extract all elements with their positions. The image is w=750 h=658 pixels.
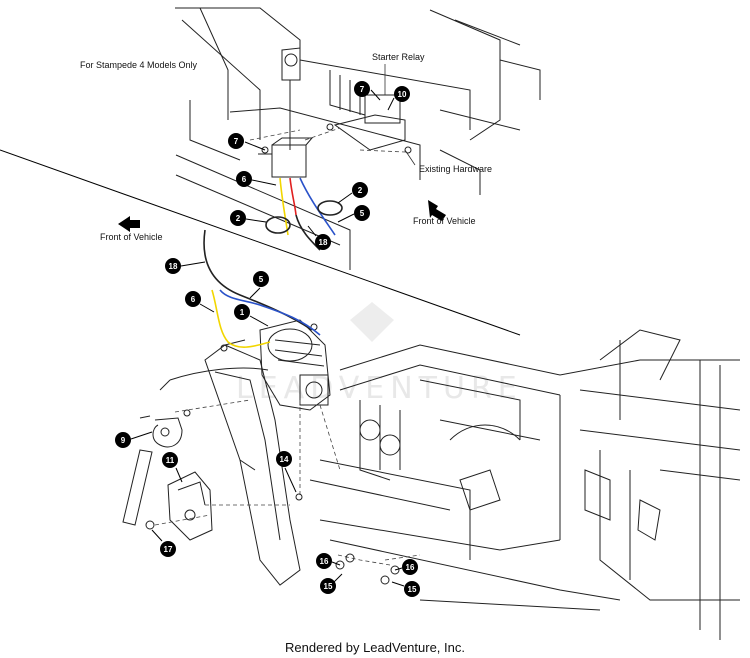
callout-15b: 15 <box>391 581 420 597</box>
front-arrow-right <box>428 200 446 221</box>
callout-10: 10 <box>387 86 410 111</box>
model-note: For Stampede 4 Models Only <box>80 60 198 70</box>
callout-5b: 5 <box>249 271 269 299</box>
inset-dashes <box>249 127 406 153</box>
svg-text:16: 16 <box>406 563 415 572</box>
svg-text:7: 7 <box>360 85 365 94</box>
strap <box>122 449 153 526</box>
svg-text:5: 5 <box>360 209 365 218</box>
front-bumper <box>204 339 301 586</box>
svg-text:18: 18 <box>319 238 328 247</box>
callout-7a: 7 <box>354 81 381 101</box>
winch-hook <box>139 409 191 448</box>
watermark-text: LEADVENTURE <box>236 371 523 406</box>
separator-line <box>0 149 521 336</box>
hardware <box>220 123 412 585</box>
svg-text:14: 14 <box>280 455 289 464</box>
callout-16a: 16 <box>316 553 341 569</box>
callout-9: 9 <box>115 431 153 448</box>
svg-text:1: 1 <box>240 308 245 317</box>
svg-text:17: 17 <box>164 545 173 554</box>
inset-wires <box>265 177 343 251</box>
callout-2b: 2 <box>230 210 267 226</box>
callout-14: 14 <box>276 451 297 493</box>
callout-2a: 2 <box>337 182 368 204</box>
callouts: 7 10 7 6 2 2 5 18 18 5 6 1 9 14 11 17 16… <box>115 81 420 597</box>
callout-18b: 18 <box>165 258 206 274</box>
label-leaders <box>384 64 416 166</box>
mount-bracket <box>145 471 213 541</box>
svg-text:15: 15 <box>408 585 417 594</box>
svg-text:9: 9 <box>121 436 126 445</box>
front-arrow-left <box>118 216 140 232</box>
svg-text:18: 18 <box>169 262 178 271</box>
main-dashes <box>154 399 421 566</box>
callout-15a: 15 <box>320 573 343 594</box>
svg-text:7: 7 <box>234 137 239 146</box>
callout-18a: 18 <box>307 225 331 250</box>
svg-text:2: 2 <box>236 214 241 223</box>
svg-text:2: 2 <box>358 186 363 195</box>
front-of-vehicle-left: Front of Vehicle <box>100 232 163 242</box>
svg-text:6: 6 <box>191 295 196 304</box>
callout-11: 11 <box>162 452 183 483</box>
svg-text:15: 15 <box>324 582 333 591</box>
main-wires <box>203 229 321 348</box>
svg-text:16: 16 <box>320 557 329 566</box>
callout-6a: 6 <box>236 171 277 187</box>
callout-17: 17 <box>151 529 176 557</box>
svg-text:6: 6 <box>242 175 247 184</box>
callout-5a: 5 <box>337 205 370 223</box>
footer-credit: Rendered by LeadVenture, Inc. <box>285 640 465 655</box>
svg-text:10: 10 <box>398 90 407 99</box>
watermark: LEADVENTURE <box>236 302 523 406</box>
svg-text:11: 11 <box>166 456 175 465</box>
callout-7b: 7 <box>228 133 266 151</box>
existing-hardware-label: Existing Hardware <box>419 164 492 174</box>
callout-6b: 6 <box>185 291 215 313</box>
front-of-vehicle-right: Front of Vehicle <box>413 216 476 226</box>
inset-frame <box>175 7 541 270</box>
callout-1: 1 <box>234 304 269 327</box>
svg-text:5: 5 <box>259 275 264 284</box>
starter-relay-label: Starter Relay <box>372 52 425 62</box>
callout-16b: 16 <box>394 559 418 575</box>
